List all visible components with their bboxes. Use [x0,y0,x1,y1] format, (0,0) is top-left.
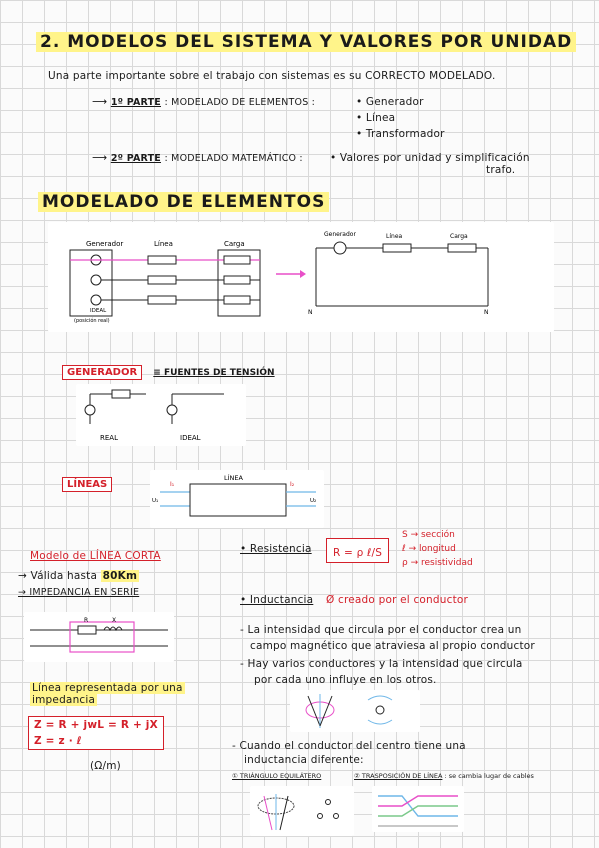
eq1: Z = R + jwL = R + jX [34,719,158,731]
option-1: ① TRIÁNGULO EQUILÁTERO [232,772,322,780]
text-line-1: - La intensidad que circula por el condu… [240,624,522,636]
valida-row: → Válida hasta 80Km [18,570,140,582]
generador-row: GENERADOR ≡ FUENTES DE TENSIÓN [62,360,275,380]
i1-label: I₁ [170,481,175,488]
part2-bullet-cont: trafo. [486,164,516,176]
resistencia-s: S → sección [402,530,455,540]
elements-diagram: Generador Línea Carga IDEAL (posición re… [48,222,554,332]
generador-equiv: ≡ FUENTES DE TENSIÓN [153,368,275,378]
part2-row: ⟶ 2º PARTE : MODELADO MATEMÁTICO : [92,152,303,164]
part1-row: ⟶ 1º PARTE : MODELADO DE ELEMENTOS : [92,96,315,108]
text-line-3: - Hay varios conductores y la intensidad… [240,658,523,670]
arrow-right-icon: ⟶ [92,96,108,108]
n-left-label: N [308,309,313,316]
unit-label: (Ω/m) [90,760,121,772]
part2-label: 2º PARTE [110,153,161,164]
part1-bullet-1: • Generador [356,96,424,108]
part1-text: : MODELADO DE ELEMENTOS : [164,97,316,108]
phi-text: Ø creado por el conductor [326,594,469,606]
part1-bullet-3: • Transformador [356,128,445,140]
gen-label-2: Generador [324,231,356,238]
intro-text: Una parte importante sobre el trabajo co… [48,70,496,82]
part1-bullet-2: • Línea [356,112,396,124]
impedancia-row: → IMPEDANCIA EN SERIE [18,587,140,598]
lineas-badge: LÍNEAS [62,477,113,492]
impedance-diagram: R X [24,612,174,662]
linea-rep: Línea representada por una impedancia [30,682,185,706]
arrow-right-icon [300,270,306,278]
generador-badge: GENERADOR [62,365,143,380]
equations-box: Z = R + jwL = R + jX Z = z · ℓ [28,716,164,750]
text-line-4: por cada uno influye en los otros. [254,674,437,686]
i2-label: I₂ [290,481,295,488]
text-line-6: inductancia diferente: [244,754,364,766]
generador-diagram: REAL IDEAL [76,384,246,446]
carga-label-2: Carga [450,233,468,240]
eq2: Z = z · ℓ [34,735,82,747]
flux-diagram [290,690,420,732]
km-value: 80Km [100,570,140,582]
triangle-diagram [250,786,354,836]
linea-label-3: LÍNEA [224,473,244,482]
ideal-label: IDEAL [90,308,107,314]
inductancia-label: • Inductancia [240,594,314,606]
u2-label: U₂ [310,498,316,504]
ideal-label-2: IDEAL [180,434,201,442]
elements-diagram-svg: Generador Línea Carga IDEAL (posición re… [69,231,489,324]
resistencia-l: ℓ → longitud [402,544,456,554]
option-2: ② TRASPOSICIÓN DE LÍNEA : se cambia luga… [354,772,534,780]
resistencia-formula: R = ρ ℓ/S [326,538,390,563]
lineas-row: LÍNEAS [62,472,113,492]
part2-bullet: • Valores por unidad y simplificación [330,152,530,164]
gen-label: Generador [86,240,123,248]
r-label: R [84,617,88,624]
resistencia-p: ρ → resistividad [402,558,473,568]
ideal-sub: (posición real) [74,317,110,324]
section-heading: MODELADO DE ELEMENTOS [38,192,330,212]
n-right-label: N [484,309,489,316]
u1-label: U₁ [152,498,158,504]
arrow-right-icon: ⟶ [92,152,108,164]
modelo-linea-corta: Modelo de LÍNEA CORTA [30,550,161,562]
carga-label: Carga [224,240,245,248]
x-label: X [112,617,116,624]
transposition-diagram [372,786,464,832]
part1-label: 1º PARTE [110,97,161,108]
text-line-5: - Cuando el conductor del centro tiene u… [232,740,466,752]
real-label: REAL [100,434,118,442]
page-title: 2. MODELOS DEL SISTEMA Y VALORES POR UNI… [36,32,577,52]
linea-label: Línea [154,240,173,248]
lineas-diagram: LÍNEA I₁ I₂ U₁ U₂ [150,470,324,528]
text-line-2: campo magnético que atraviesa al propio … [250,640,535,652]
part2-text: : MODELADO MATEMÁTICO : [164,153,303,164]
linea-label-2: Línea [386,233,403,240]
resistencia-label: • Resistencia [240,543,312,555]
